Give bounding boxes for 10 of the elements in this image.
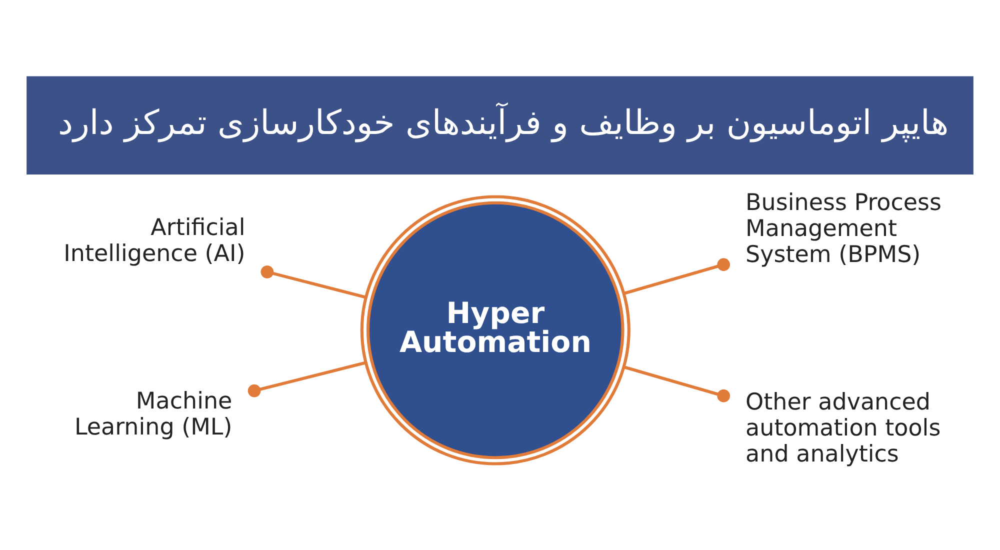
connector [624,366,730,402]
connector [624,258,730,295]
diagram-title: هایپر اتوماسیون بر وظایف و فرآیندهای خودکارسازی تمرکز دارد [58,102,949,142]
node-circle: Hyper Automation [360,195,630,466]
node-text: Other advanced automation tools and analytics [746,389,941,468]
connector [248,361,366,398]
node-text: Business Process Management System (BPMS) [746,190,942,268]
node-text: Artificial Intelligence (AI) [64,215,246,268]
node-text: Machine Learning (ML) [74,388,232,441]
connector [260,265,366,299]
